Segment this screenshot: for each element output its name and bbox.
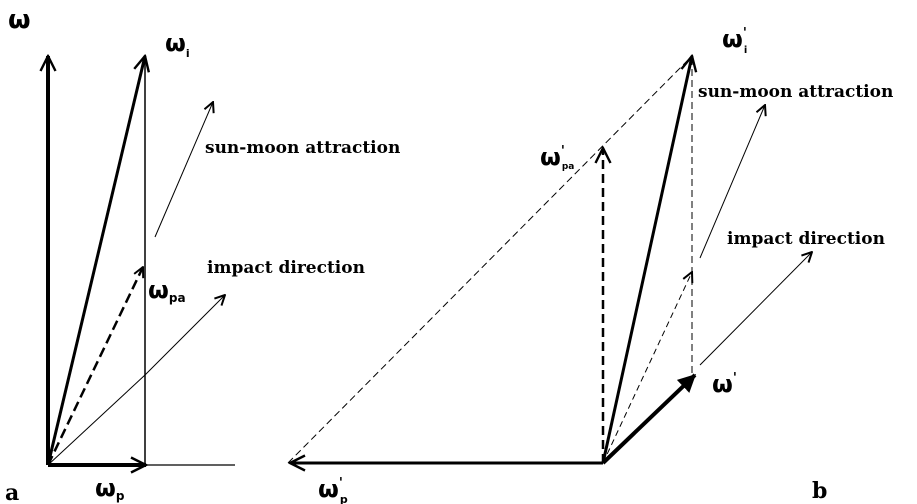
panel-b-omega-pa-label: ω'pa <box>540 143 574 172</box>
panel-a-omega-i-arrow <box>46 56 145 466</box>
panel-a-omega-i-label: ωi <box>165 29 190 60</box>
panel-a-omega-pa-label: ωpa <box>148 276 186 305</box>
panel-a: ω ωi ωpa ωp sun-moon attraction impact d… <box>5 5 400 504</box>
panel-a-impact-label: impact direction <box>207 258 365 278</box>
panel-a-thin-diagonal <box>47 374 146 466</box>
panel-a-omega-pa-arrow <box>46 267 143 466</box>
panel-b-sun-moon-label: sun-moon attraction <box>698 82 893 102</box>
panel-b-omega-prime-label: ω' <box>712 370 737 398</box>
panel-a-omega-label: ω <box>8 5 31 35</box>
panel-b-inner-dashed-arrow <box>602 272 692 464</box>
panel-b-sun-moon-arrow <box>699 105 765 259</box>
panel-a-impact-arrow <box>144 295 225 376</box>
panel-b-impact-arrow <box>699 252 812 366</box>
panel-b-impact-label: impact direction <box>727 229 885 249</box>
panel-a-letter: a <box>5 480 19 504</box>
panel-b-omega-i-label: ω'i <box>722 25 747 56</box>
panel-b-long-dashed-line <box>287 55 693 464</box>
panel-b-letter: b <box>812 478 827 504</box>
panel-b-omega-i-arrow <box>601 56 692 464</box>
panel-a-sun-moon-arrow <box>154 102 213 238</box>
panel-b-omega-p-label: ω'p <box>318 475 348 504</box>
panel-a-omega-p-label: ωp <box>95 474 125 503</box>
panel-a-sun-moon-label: sun-moon attraction <box>205 138 400 158</box>
panel-b: ω'i ω'pa ω'p ω' sun-moon attraction impa… <box>287 25 893 504</box>
panel-b-omega-prime-arrow <box>601 373 697 465</box>
